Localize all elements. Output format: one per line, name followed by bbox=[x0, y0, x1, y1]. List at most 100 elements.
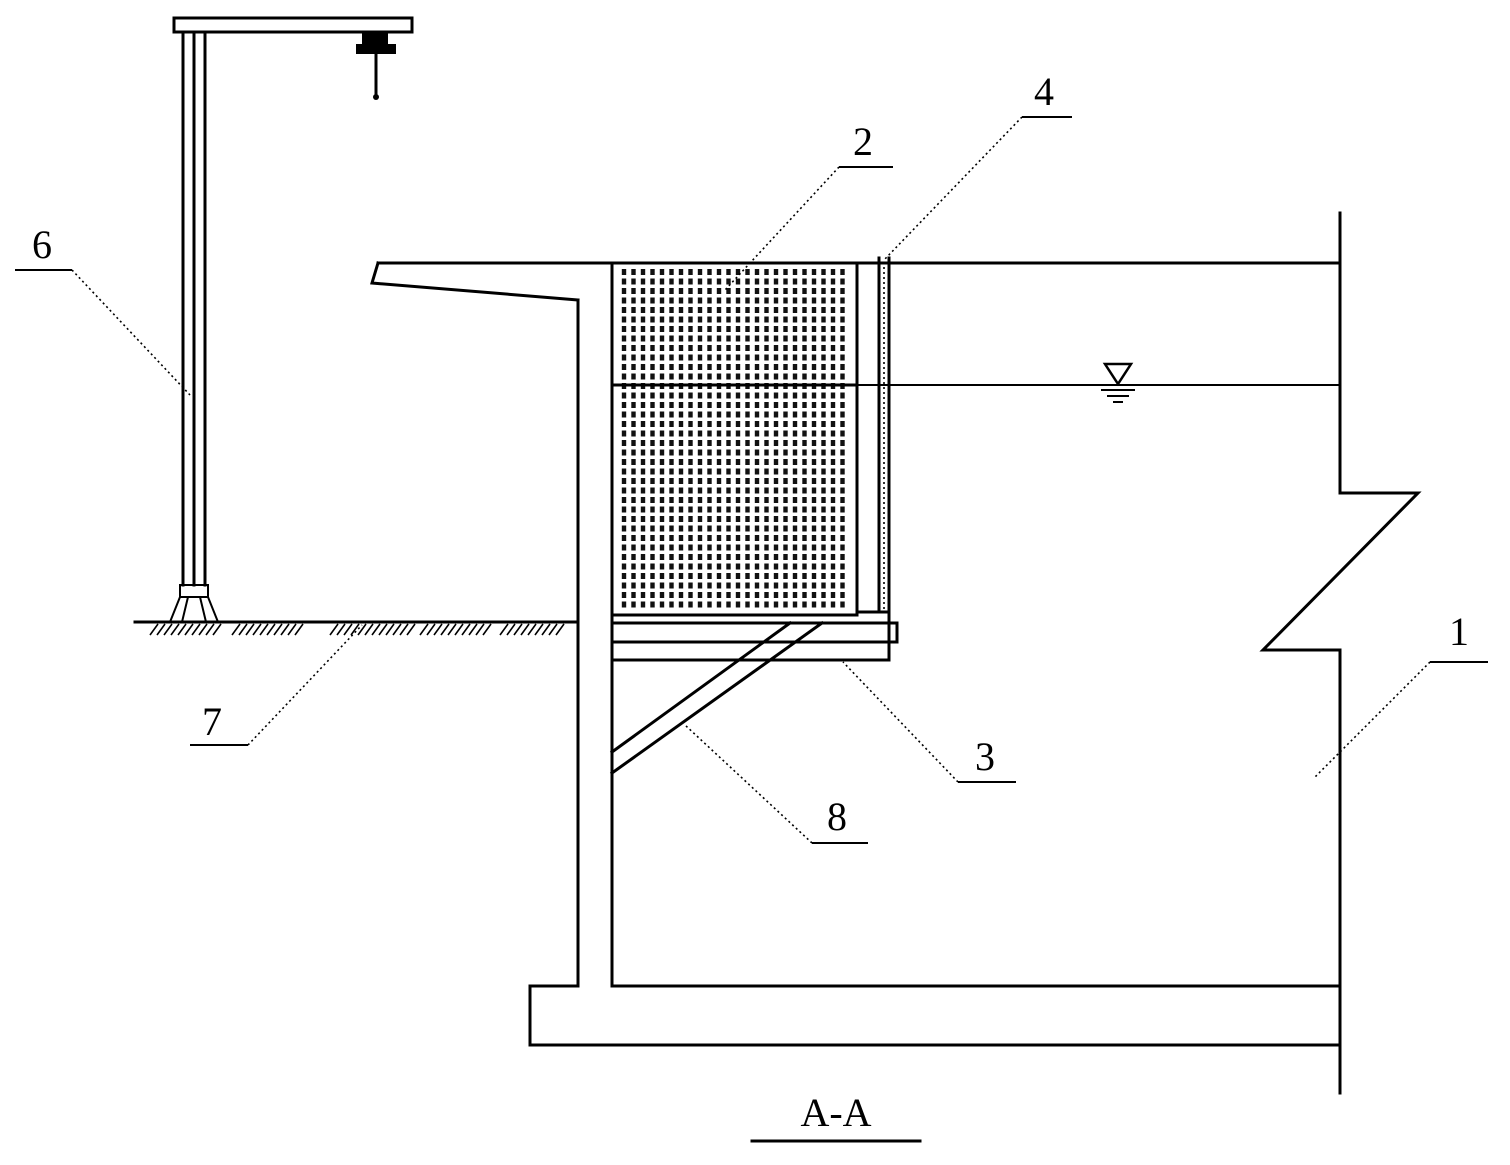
perforation bbox=[773, 411, 779, 418]
perforation bbox=[678, 478, 684, 484]
perforation bbox=[678, 373, 684, 380]
perforation bbox=[735, 278, 741, 285]
perforation bbox=[745, 440, 750, 446]
perforation bbox=[678, 288, 684, 294]
perforation bbox=[631, 449, 636, 456]
perforation bbox=[773, 516, 779, 522]
perforation bbox=[754, 468, 760, 475]
perforation bbox=[678, 573, 684, 579]
perforation bbox=[669, 449, 674, 456]
perforation bbox=[669, 440, 674, 446]
perforation bbox=[764, 345, 769, 351]
perforation bbox=[659, 411, 665, 418]
brace bbox=[609, 620, 825, 776]
perforation bbox=[802, 297, 807, 304]
perforation bbox=[821, 326, 826, 332]
perforation bbox=[783, 297, 788, 304]
hatch-stroke bbox=[454, 623, 464, 636]
perforation bbox=[707, 335, 712, 342]
perforation bbox=[811, 364, 817, 370]
perforation bbox=[716, 601, 722, 608]
perforation bbox=[688, 459, 693, 465]
perforation bbox=[650, 430, 655, 437]
perforation bbox=[621, 288, 627, 294]
perforation bbox=[631, 535, 636, 541]
perforation bbox=[669, 468, 674, 475]
perforation bbox=[783, 402, 788, 408]
perforation bbox=[811, 449, 817, 456]
perforation bbox=[659, 335, 665, 342]
perforation bbox=[764, 535, 769, 541]
perforation bbox=[650, 449, 655, 456]
perforation bbox=[669, 364, 674, 370]
perforation bbox=[821, 487, 826, 494]
label-support-plate: 3 bbox=[975, 734, 995, 779]
perforation bbox=[745, 573, 750, 579]
perforation bbox=[735, 487, 741, 494]
perforation bbox=[764, 392, 769, 399]
perforation bbox=[669, 354, 674, 361]
perforation bbox=[697, 468, 703, 475]
perforation bbox=[726, 392, 731, 399]
perforation bbox=[811, 354, 817, 361]
perforation bbox=[707, 430, 712, 437]
perforation bbox=[640, 440, 646, 446]
perforation bbox=[697, 411, 703, 418]
perforation bbox=[764, 544, 769, 551]
perforation bbox=[678, 449, 684, 456]
hatch-stroke bbox=[541, 623, 551, 636]
perforation bbox=[678, 592, 684, 598]
perforation bbox=[650, 354, 655, 361]
perforation bbox=[678, 554, 684, 560]
perforation bbox=[754, 535, 760, 541]
perforation bbox=[669, 335, 674, 342]
perforation bbox=[783, 535, 788, 541]
perforation bbox=[802, 563, 807, 570]
perforation bbox=[726, 554, 731, 560]
perforation bbox=[621, 478, 627, 484]
perforation bbox=[631, 478, 636, 484]
perforation bbox=[840, 307, 845, 313]
perforation bbox=[783, 373, 788, 380]
perforation bbox=[621, 601, 627, 608]
perforation bbox=[707, 601, 712, 608]
perforation bbox=[745, 592, 750, 598]
perforation bbox=[745, 535, 750, 541]
perforation bbox=[631, 506, 636, 513]
perforation bbox=[688, 364, 693, 370]
perforation bbox=[802, 535, 807, 541]
perforation bbox=[697, 478, 703, 484]
hatch-stroke bbox=[245, 623, 255, 636]
jib-crane bbox=[169, 16, 414, 623]
perforation bbox=[688, 573, 693, 579]
perforation bbox=[802, 554, 807, 560]
perforation bbox=[688, 345, 693, 351]
perforation bbox=[678, 582, 684, 589]
perforation bbox=[783, 468, 788, 475]
water-level-symbol bbox=[1101, 362, 1135, 403]
perforation bbox=[754, 288, 760, 294]
label-screen-basket: 2 bbox=[853, 119, 873, 164]
perforation bbox=[754, 459, 760, 465]
perforation bbox=[697, 430, 703, 437]
label-crane-column: 6 bbox=[32, 222, 52, 267]
perforation bbox=[830, 478, 836, 484]
perforation bbox=[783, 563, 788, 570]
perforation bbox=[754, 269, 760, 275]
perforation bbox=[650, 497, 655, 503]
perforation bbox=[688, 335, 693, 342]
hatch-stroke bbox=[364, 623, 374, 636]
perforation bbox=[745, 278, 750, 285]
brace-edge-lower bbox=[609, 620, 825, 776]
perforation bbox=[792, 535, 798, 541]
perforation bbox=[773, 535, 779, 541]
perforation bbox=[754, 345, 760, 351]
perforation bbox=[621, 592, 627, 598]
perforation bbox=[669, 278, 674, 285]
perforation bbox=[707, 554, 712, 560]
perforation bbox=[688, 487, 693, 494]
perforation bbox=[621, 411, 627, 418]
perforation bbox=[764, 402, 769, 408]
perforation bbox=[811, 392, 817, 399]
